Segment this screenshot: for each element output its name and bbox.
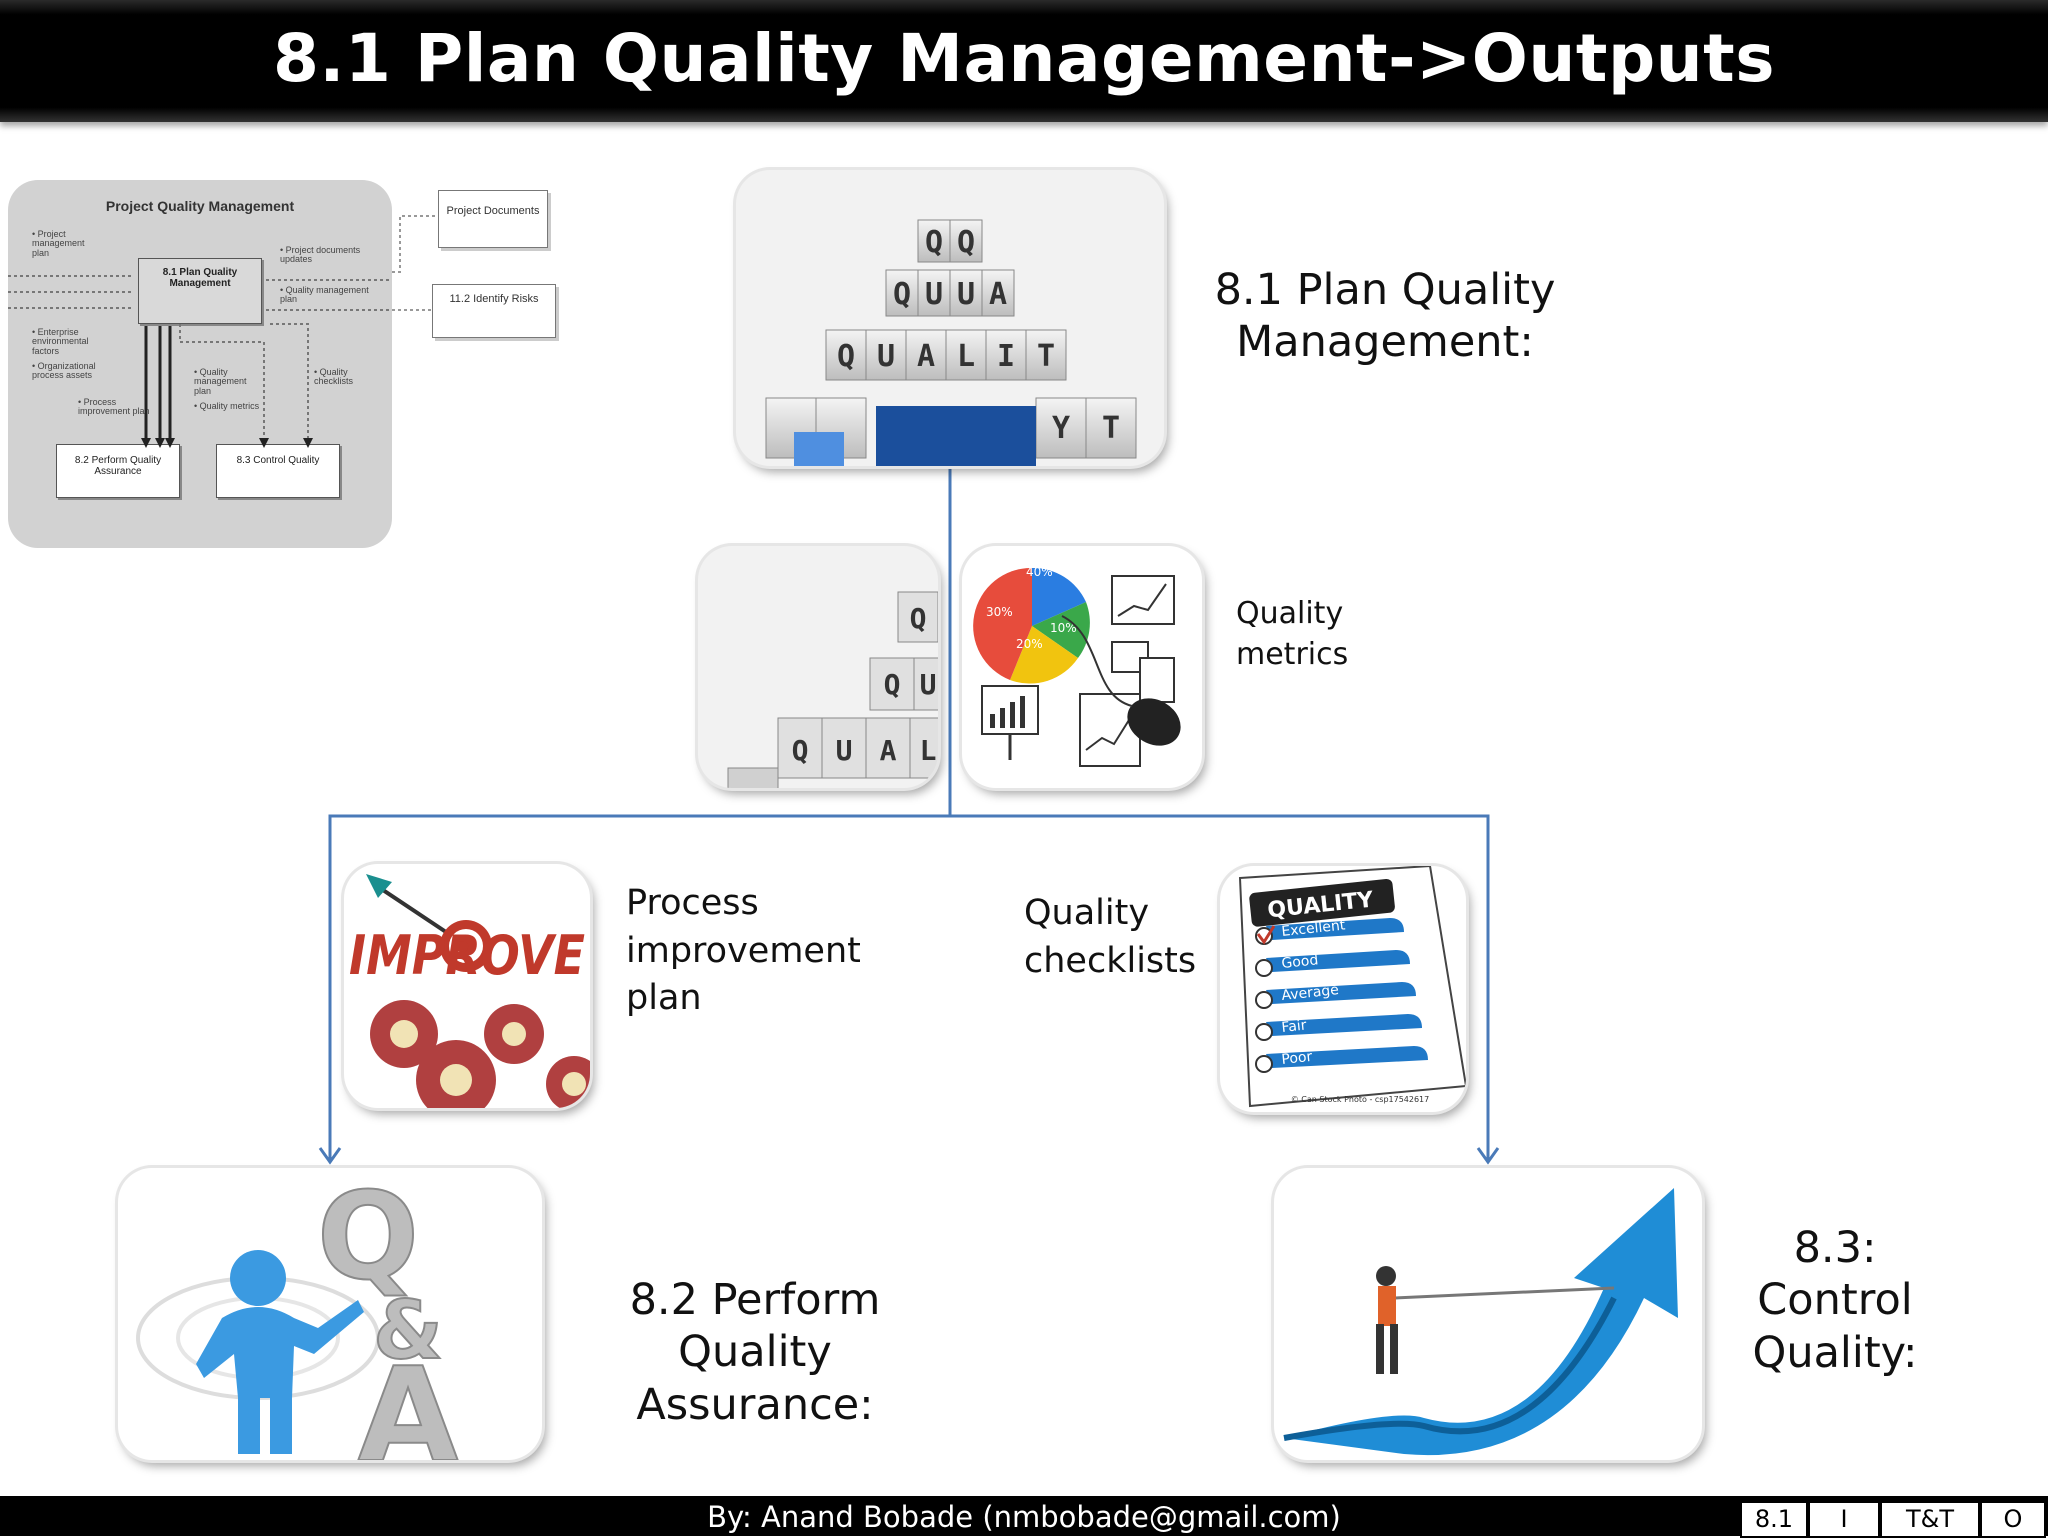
nav-button-8-1[interactable]: 8.1	[1740, 1501, 1808, 1538]
process-improvement-image: IMPROVE	[344, 864, 590, 1108]
svg-text:Q: Q	[792, 734, 809, 767]
qa-illustration: Q & A	[136, 1168, 459, 1460]
node-quality-metrics: Quality metrics	[1236, 596, 1349, 672]
diagram-output-right-2: • Quality management plan	[280, 285, 369, 305]
title-bar: 8.1 Plan Quality Management->Outputs	[0, 0, 2048, 122]
node-perform-qa: 8.2 Perform Quality Assurance:	[629, 1275, 881, 1430]
improve-illustration: IMPROVE	[349, 874, 590, 1108]
svg-text:L: L	[920, 734, 937, 767]
diagram-output-down-4: • Quality checklists	[314, 367, 354, 387]
diagram-output-down-2: • Quality metrics	[194, 401, 260, 411]
diagram-input-3: • Organizational process assets	[32, 361, 96, 381]
diagram-center-box: 8.1 Plan Quality Management	[138, 258, 262, 324]
svg-text:U: U	[925, 277, 943, 312]
quality-checklist-image: QUALITY Excellent Good Average Fair Poor…	[1220, 866, 1466, 1112]
svg-text:L: L	[957, 339, 975, 374]
nav-button-outputs[interactable]: O	[1980, 1501, 2046, 1538]
process-diagram: Project Quality Management • Project man…	[8, 180, 392, 548]
node-plan-quality: 8.1 Plan Quality Management:	[1214, 265, 1556, 368]
diagram-right-connectors	[392, 215, 436, 311]
node-quality-checklists: Quality checklists	[1024, 893, 1197, 981]
checklist-item-average: Average	[1281, 982, 1340, 1004]
svg-text:T: T	[1102, 411, 1120, 446]
author-credit: By: Anand Bobade (nmbobade@gmail.com)	[707, 1500, 1341, 1534]
svg-text:Q: Q	[925, 225, 943, 260]
svg-text:U: U	[920, 668, 937, 701]
slide-title: 8.1 Plan Quality Management->Outputs	[272, 20, 1776, 97]
pie-label-40: 40%	[1026, 565, 1053, 579]
checklist-illustration: QUALITY Excellent Good Average Fair Poor…	[1238, 866, 1466, 1108]
pie-label-10: 10%	[1050, 621, 1077, 635]
diagram-box-cq: 8.3 Control Quality	[216, 444, 340, 498]
svg-text:Q: Q	[884, 668, 901, 701]
svg-text:Q: Q	[910, 602, 927, 635]
node-control-quality: 8.3: Control Quality:	[1752, 1223, 1918, 1378]
diagram-doc-project: Project Documents	[438, 190, 548, 248]
checklist-item-excellent: Excellent	[1281, 917, 1347, 940]
footer-bar: By: Anand Bobade (nmbobade@gmail.com)	[0, 1496, 2048, 1536]
checklist-item-poor: Poor	[1281, 1049, 1314, 1068]
nav-button-tools[interactable]: T&T	[1880, 1501, 1980, 1538]
svg-text:U: U	[836, 734, 853, 767]
improve-word: IMPROVE	[349, 924, 585, 987]
diagram-doc-risks: 11.2 Identify Risks	[432, 284, 556, 338]
svg-text:I: I	[997, 339, 1015, 374]
svg-text:Q: Q	[837, 339, 855, 374]
svg-text:Q: Q	[893, 277, 911, 312]
qa-letter-amp: &	[373, 1284, 443, 1377]
pie-label-30: 30%	[986, 605, 1013, 619]
diagram-input-2: • Enterprise environmental factors	[32, 327, 89, 356]
diagram-arrows	[8, 275, 392, 448]
diagram-input-1: • Project management plan	[32, 229, 85, 258]
svg-text:A: A	[917, 339, 935, 374]
nav-button-inputs[interactable]: I	[1808, 1501, 1880, 1538]
diagram-box-pqa: 8.2 Perform Quality Assurance	[56, 444, 180, 498]
diagram-output-down-3: • Process improvement plan	[78, 397, 150, 417]
svg-text:U: U	[877, 339, 895, 374]
svg-text:A: A	[989, 277, 1007, 312]
diagram-output-right-1: • Project documents updates	[280, 245, 361, 265]
svg-text:T: T	[1037, 339, 1055, 374]
checklist-item-fair: Fair	[1281, 1017, 1308, 1036]
pie-label-20: 20%	[1016, 637, 1043, 651]
node-process-improvement: Process improvement plan	[626, 883, 861, 1019]
checklist-item-good: Good	[1281, 952, 1319, 972]
qa-letter-a: A	[358, 1339, 459, 1460]
quality-assurance-image: Q & A	[118, 1168, 542, 1460]
svg-text:Y: Y	[1052, 411, 1070, 446]
arrow-illustration	[1283, 1188, 1678, 1456]
svg-text:Q: Q	[957, 225, 975, 260]
diagram-output-down-1: • Quality management plan	[194, 367, 247, 396]
qa-letter-q: Q	[317, 1168, 419, 1307]
svg-text:A: A	[880, 734, 897, 767]
quality-metrics-image: 40% 30% 20% 10%	[962, 546, 1202, 788]
control-quality-image	[1274, 1168, 1702, 1460]
checklist-credit: © Can Stock Photo - csp17542617	[1291, 1095, 1429, 1104]
metrics-illustration: 40% 30% 20% 10%	[973, 565, 1181, 767]
diagram-title: Project Quality Management	[105, 198, 295, 214]
svg-text:U: U	[957, 277, 975, 312]
